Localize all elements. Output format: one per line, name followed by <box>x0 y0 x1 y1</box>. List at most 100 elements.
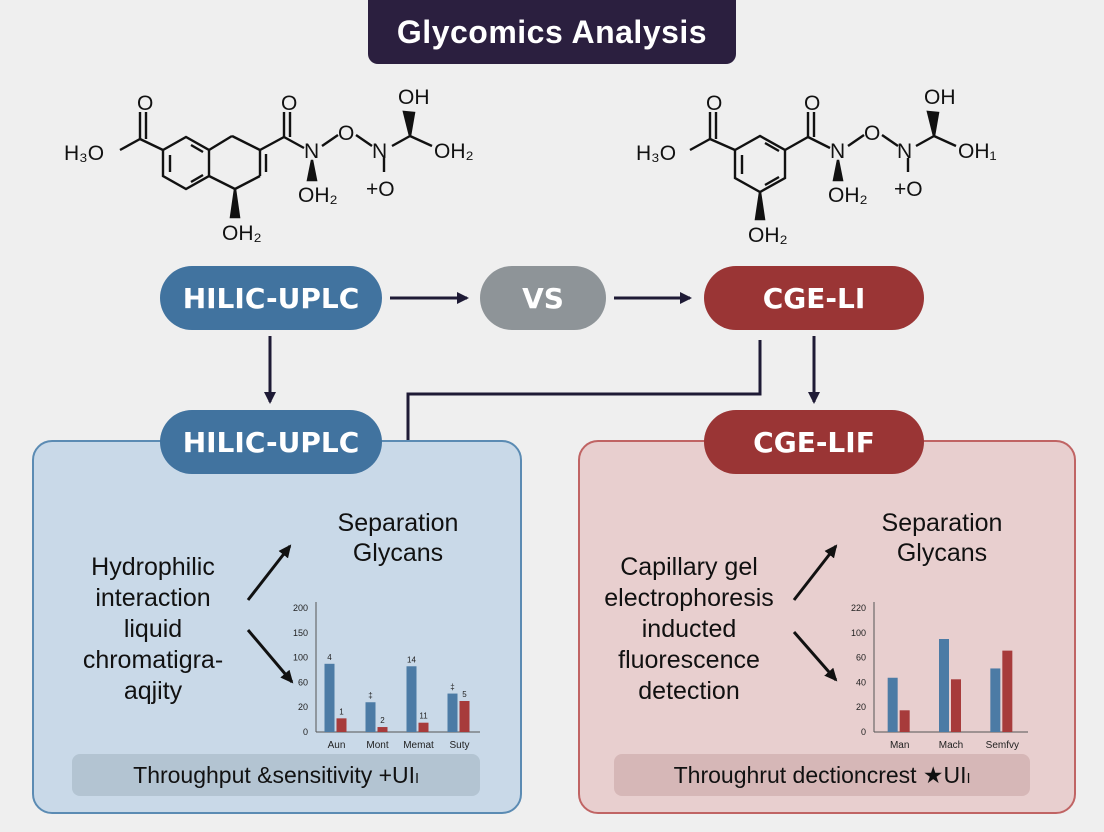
desc-line: fluorescence <box>618 646 760 674</box>
desc-line: detection <box>638 677 740 705</box>
hilic-uplc-panel-pill: HILIC-UPLC <box>160 410 382 474</box>
y-tick-label: 20 <box>298 702 308 712</box>
svg-text:O: O <box>804 92 820 115</box>
hilic-description: Hydrophilic interaction liquid chromatig… <box>58 552 248 707</box>
arrow-to-chart <box>246 629 294 684</box>
bar <box>377 727 388 732</box>
bar-data-label: 5 <box>462 690 467 699</box>
cge-lif-panel-pill: CGE-LIF <box>704 410 924 474</box>
desc-line: aqjity <box>123 677 183 705</box>
x-tick-label: Suty <box>449 740 469 751</box>
bar-data-label: ‡ <box>368 691 372 700</box>
desc-line: Capillary gel <box>620 553 758 581</box>
bar <box>887 677 898 732</box>
bar <box>939 639 949 732</box>
bar <box>418 722 429 732</box>
svg-text:OH: OH <box>398 86 430 109</box>
svg-text:+O: +O <box>894 178 923 201</box>
y-tick-label: 100 <box>293 653 308 663</box>
arrow-to-separation <box>792 544 838 601</box>
y-tick-label: 100 <box>851 628 866 638</box>
desc-line: interaction <box>95 584 211 612</box>
hilic-uplc-pill: HILIC-UPLC <box>160 266 382 330</box>
x-tick-label: Aun <box>328 740 346 751</box>
svg-text:O: O <box>706 92 722 115</box>
sep-line: Separation <box>881 509 1003 537</box>
desc-line: inducted <box>641 615 737 643</box>
bar-data-label: 2 <box>380 716 385 725</box>
svg-text:OH: OH <box>924 86 956 109</box>
svg-text:+O: +O <box>366 178 395 201</box>
bar <box>459 701 470 732</box>
bar <box>990 668 1001 732</box>
svg-text:O: O <box>338 122 354 145</box>
svg-text:OH₂: OH₂ <box>434 140 474 163</box>
cge-separation-label: Separation Glycans <box>862 508 1022 568</box>
cge-panel <box>578 440 1076 814</box>
x-tick-label: Mont <box>366 740 388 751</box>
hilic-panel <box>32 440 522 814</box>
bar <box>1002 650 1013 732</box>
molecule-right <box>689 110 957 221</box>
sep-line: Glycans <box>896 539 988 567</box>
svg-text:OH₂: OH₂ <box>298 184 338 207</box>
y-tick-label: 150 <box>293 628 308 638</box>
molecule-left-labels: O H₃O O N O N OH OH₂ OH₂ +O OH₂ <box>64 86 474 245</box>
cge-li-pill: CGE-LI <box>704 266 924 330</box>
y-tick-label: 60 <box>856 653 866 663</box>
cge-footer: Throughrut dectioncrest ★UIₗ <box>614 754 1030 796</box>
y-tick-label: 0 <box>861 727 866 737</box>
x-tick-label: Memat <box>403 740 434 751</box>
molecule-left <box>119 110 433 219</box>
svg-text:O: O <box>137 92 153 115</box>
y-tick-label: 0 <box>303 727 308 737</box>
cge-description: Capillary gel electrophoresis inducted f… <box>584 552 794 707</box>
hilic-separation-label: Separation Glycans <box>318 508 478 568</box>
svg-text:OH₂: OH₂ <box>828 184 868 207</box>
y-tick-label: 220 <box>851 603 866 613</box>
bar <box>365 702 376 732</box>
y-tick-label: 20 <box>856 702 866 712</box>
page-title: Glycomics Analysis <box>368 0 736 64</box>
bar-data-label: ‡ <box>450 683 454 692</box>
arrow-to-separation <box>246 544 292 601</box>
svg-text:O: O <box>864 122 880 145</box>
svg-text:N: N <box>372 140 387 163</box>
svg-text:OH₂: OH₂ <box>222 222 262 245</box>
bar-data-label: 11 <box>419 712 428 721</box>
bar <box>447 693 458 732</box>
y-tick-label: 60 <box>298 677 308 687</box>
svg-text:H₃O: H₃O <box>64 142 104 165</box>
desc-line: electrophoresis <box>604 584 774 612</box>
bar-data-label: 4 <box>327 653 332 662</box>
bar <box>336 718 347 732</box>
x-tick-label: Mach <box>939 740 963 751</box>
arrow-to-chart <box>792 631 838 682</box>
svg-text:N: N <box>304 140 319 163</box>
sep-line: Separation <box>337 509 459 537</box>
bar-data-label: 1 <box>339 707 344 716</box>
svg-text:H₃O: H₃O <box>636 142 676 165</box>
y-tick-label: 200 <box>293 603 308 613</box>
hilic-footer: Throughput &sensitivity +UIₗ <box>72 754 480 796</box>
x-tick-label: Man <box>890 740 909 751</box>
bar <box>324 663 335 732</box>
vs-pill: VS <box>480 266 606 330</box>
svg-text:O: O <box>281 92 297 115</box>
svg-text:OH₁: OH₁ <box>958 140 997 163</box>
molecule-right-labels: O H₃O O N O N OH OH₁ OH₂ +O OH₂ <box>636 86 997 247</box>
cross-link-line <box>406 340 762 440</box>
bar-data-label: 14 <box>407 655 416 664</box>
svg-text:N: N <box>830 140 845 163</box>
bar <box>406 666 417 732</box>
svg-text:OH₂: OH₂ <box>748 224 788 247</box>
desc-line: liquid <box>123 615 183 643</box>
y-tick-label: 40 <box>856 677 866 687</box>
desc-line: chromatigra- <box>82 646 224 674</box>
bar <box>951 679 961 732</box>
svg-text:N: N <box>897 140 912 163</box>
